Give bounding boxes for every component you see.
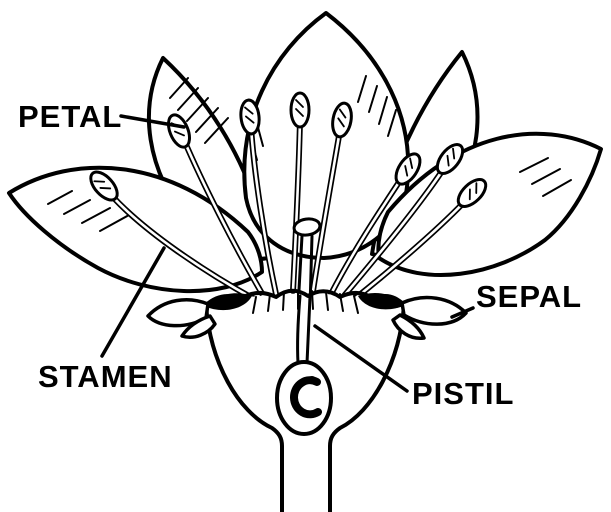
stamens-group <box>89 91 488 304</box>
anther <box>331 101 353 139</box>
stamen-leader-line <box>100 246 166 358</box>
petal-label: PETAL <box>18 99 123 134</box>
sepal-label: SEPAL <box>476 279 583 314</box>
anther <box>456 178 488 208</box>
sepals-group <box>146 295 468 340</box>
sepal-right-small <box>391 313 426 340</box>
anther <box>239 98 261 136</box>
sepal-left-small <box>180 314 217 339</box>
leader-lines-group <box>100 114 475 393</box>
receptacle-group <box>204 288 406 512</box>
petal-far-left <box>7 165 264 293</box>
petals-group <box>7 11 603 293</box>
petal-leader-line <box>119 114 186 129</box>
cup-right-side <box>328 303 406 512</box>
anther <box>289 91 311 129</box>
ovary <box>275 360 333 436</box>
pistil-group <box>292 217 322 310</box>
sepal-right <box>400 295 468 326</box>
anther <box>89 170 119 202</box>
stamen-label: STAMEN <box>38 359 173 394</box>
stigma <box>292 217 322 237</box>
anther <box>435 143 465 175</box>
cup-left-side <box>204 303 284 512</box>
anther <box>394 152 422 186</box>
pistil-leader-line <box>313 324 409 393</box>
sepal-leader-line <box>450 306 475 319</box>
pistil-label: PISTIL <box>412 376 515 411</box>
